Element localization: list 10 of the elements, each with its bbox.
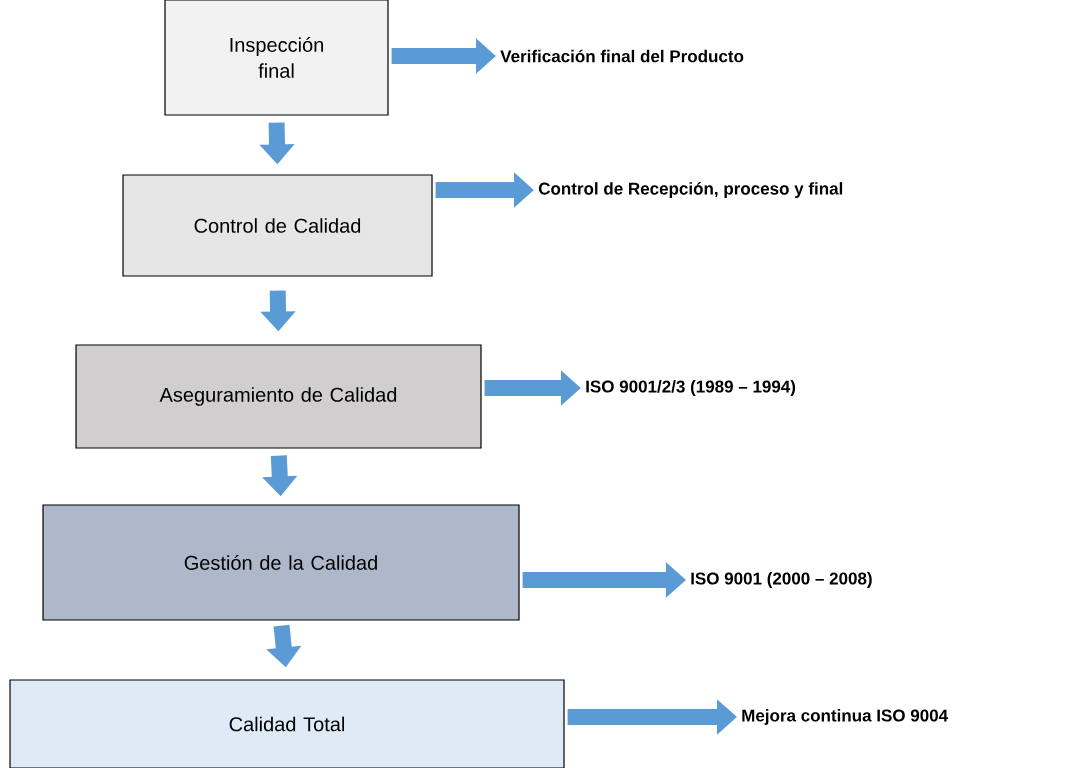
note-text: Mejora continua ISO 9004 [742, 709, 948, 725]
note-text: Control de Recepción, proceso y final [538, 182, 843, 198]
process-box: Gestión de la Calidad [42, 504, 520, 621]
note-text: Verificación final del Producto [500, 49, 744, 63]
process-box: Calidad Total [9, 679, 565, 768]
process-box: Inspección final [164, 0, 389, 116]
note-text: ISO 9001 (2000 – 2008) [691, 572, 872, 588]
process-box: Aseguramiento de Calidad [75, 344, 482, 449]
process-box: Control de Calidad [122, 174, 433, 277]
note-text: ISO 9001/2/3 (1989 – 1994) [586, 380, 796, 396]
